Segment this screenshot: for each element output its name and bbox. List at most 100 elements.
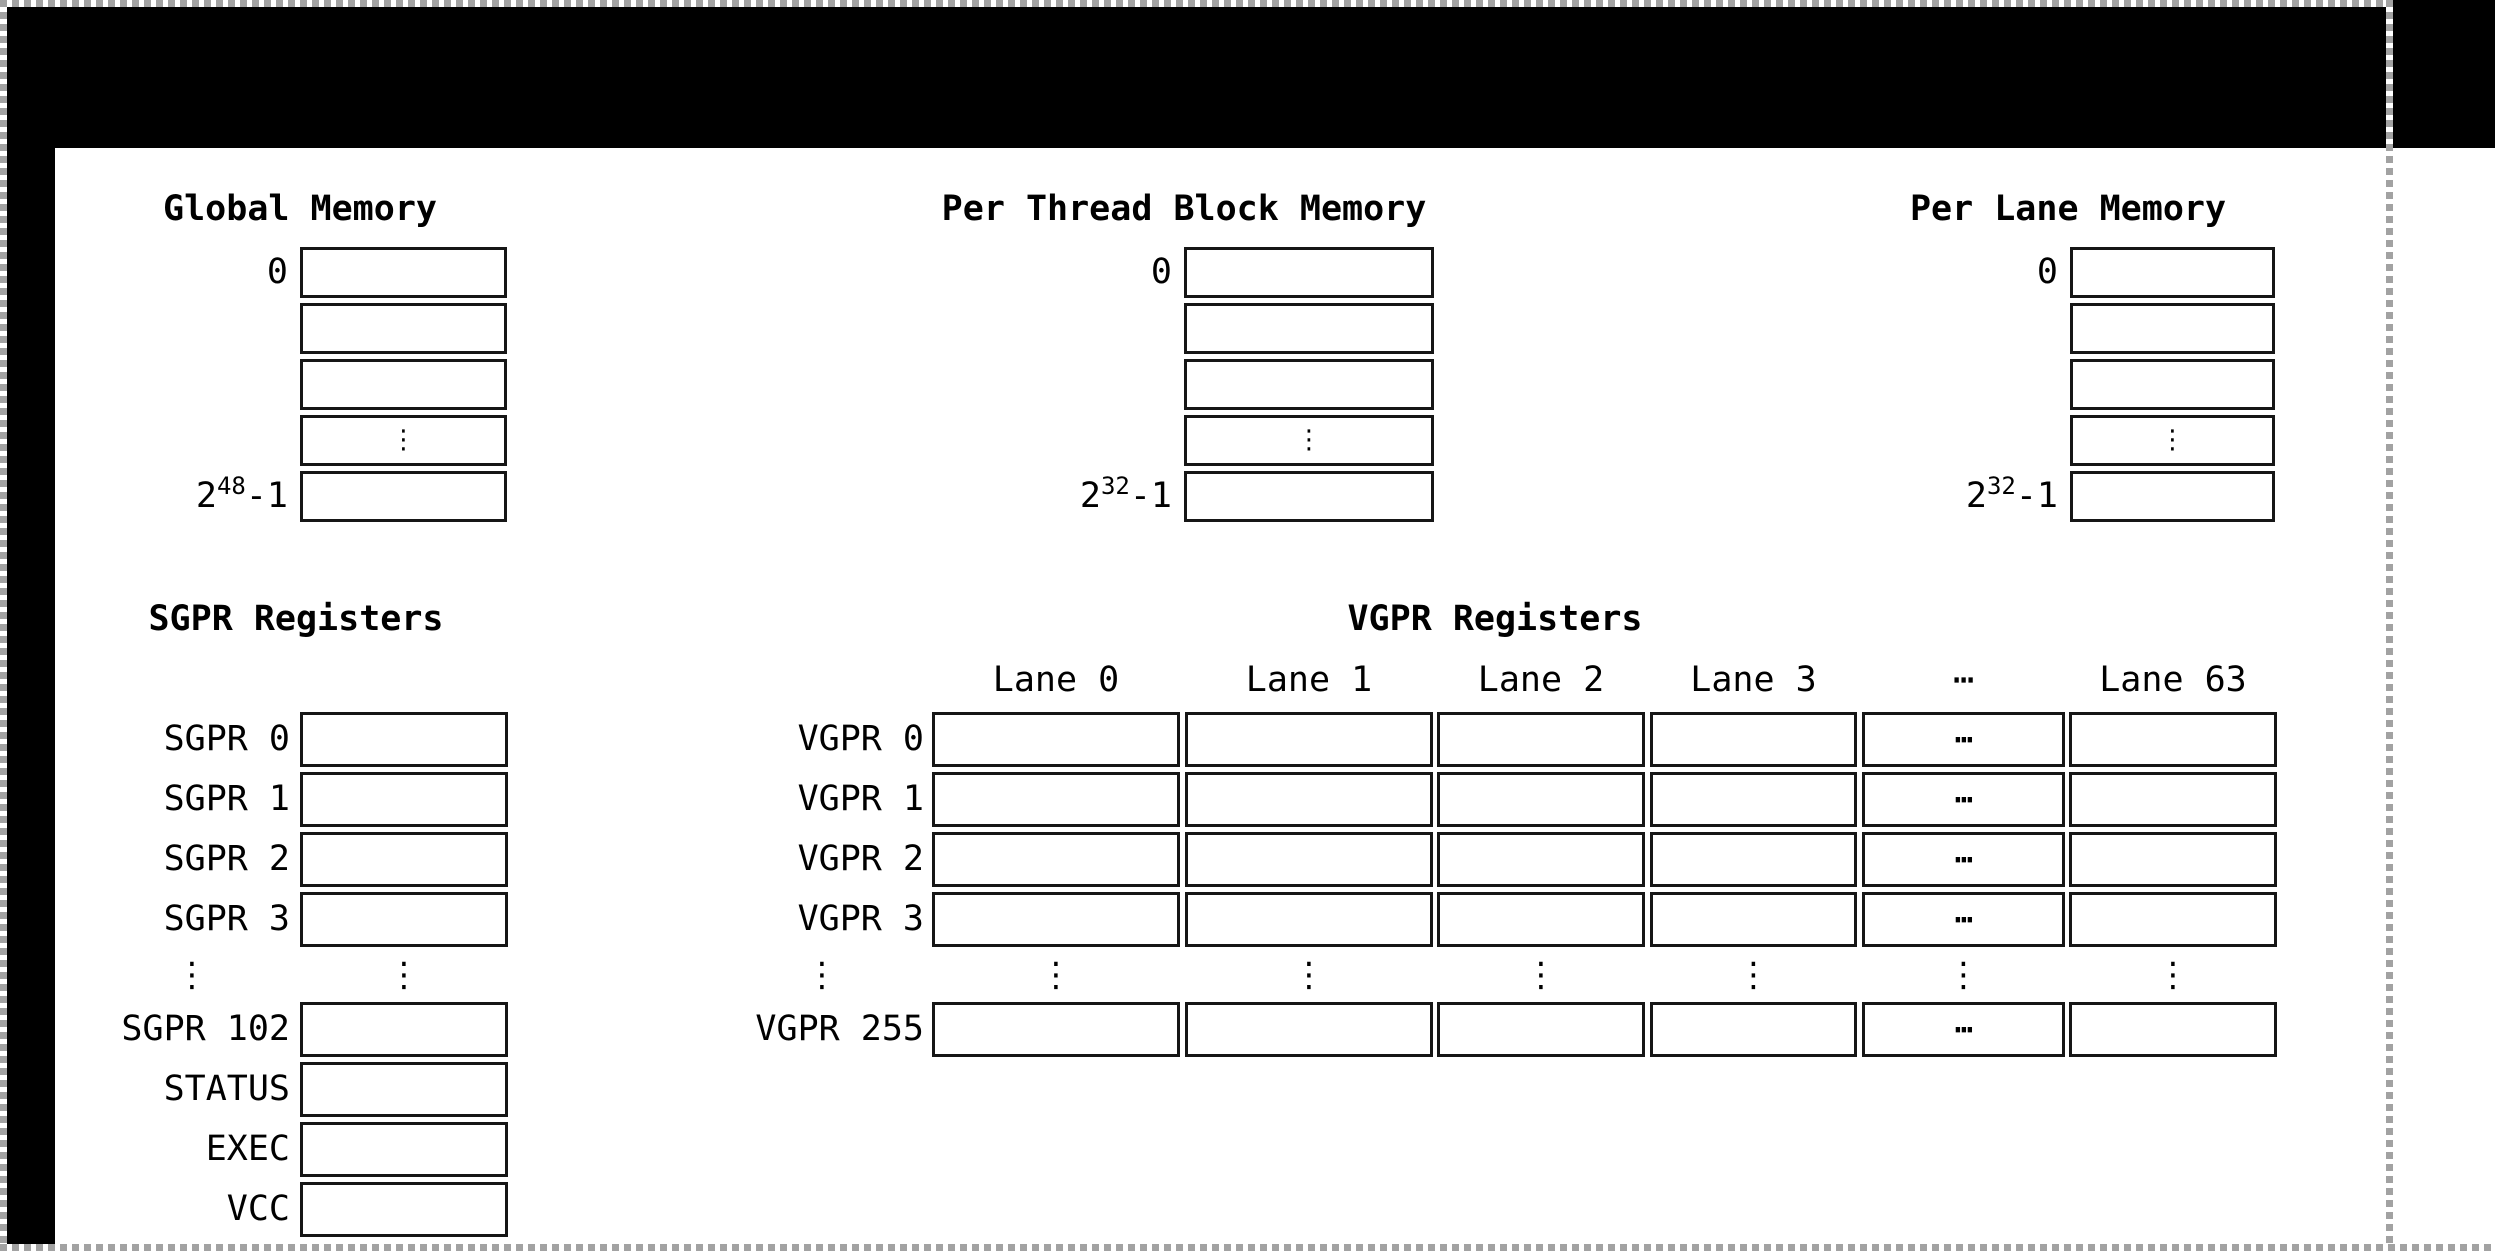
vgpr-cell-column-ellipsis: ⋯ [1862, 892, 2065, 947]
vgpr-register-cell [1437, 772, 1645, 827]
sgpr-row-label: SGPR 0 [163, 719, 290, 759]
vgpr-register-cell [1437, 892, 1645, 947]
vgpr-register-cell [1185, 712, 1433, 767]
sgpr-register-cell [300, 1002, 508, 1057]
memory-start-address-label: 0 [2036, 252, 2058, 292]
vgpr-lane-header: Lane 0 [992, 660, 1120, 700]
vgpr-row-ellipsis: ⋮ [1946, 955, 1981, 995]
selection-marquee-top [0, 0, 2392, 7]
vgpr-register-cell [2069, 892, 2277, 947]
sgpr-register-cell [300, 1062, 508, 1117]
memory-cell [1184, 247, 1434, 298]
memory-cell [2070, 471, 2275, 522]
vgpr-row-ellipsis: ⋮ [1039, 955, 1073, 995]
vgpr-register-cell [1437, 712, 1645, 767]
sgpr-row-label: EXEC [205, 1129, 290, 1169]
memory-section-title: Global Memory [163, 189, 437, 229]
sgpr-row-label: STATUS [163, 1069, 290, 1109]
vgpr-section-title: VGPR Registers [1347, 599, 1643, 639]
vgpr-cell-column-ellipsis: ⋯ [1862, 1002, 2065, 1057]
sgpr-ellipsis: ⋮ [175, 955, 209, 995]
vgpr-row-label: VGPR 1 [797, 779, 924, 819]
memory-section-title: Per Lane Memory [1909, 189, 2227, 229]
vgpr-lane-header: Lane 2 [1477, 660, 1605, 700]
memory-start-address-label: 0 [1150, 252, 1172, 292]
vgpr-register-cell [1650, 1002, 1857, 1057]
memory-cell [2070, 303, 2275, 354]
vgpr-register-cell [1437, 1002, 1645, 1057]
sgpr-row-label: VCC [226, 1189, 290, 1229]
end-address-base: 2 [1079, 476, 1101, 516]
sgpr-register-cell [300, 1182, 508, 1237]
end-address-exponent: 48 [216, 472, 246, 500]
memory-end-address-label: 232-1 [1798, 471, 2058, 525]
vgpr-cell-column-ellipsis: ⋯ [1862, 772, 2065, 827]
sgpr-register-cell [300, 832, 508, 887]
vgpr-lane-header: ⋯ [1952, 660, 1975, 700]
vgpr-row-ellipsis: ⋮ [1736, 955, 1771, 995]
vgpr-register-cell [2069, 712, 2277, 767]
selection-marquee-right [2386, 0, 2393, 1251]
end-address-offset: -1 [245, 476, 288, 516]
end-address-offset: -1 [2015, 476, 2058, 516]
end-address-base: 2 [195, 476, 217, 516]
memory-cell [1184, 303, 1434, 354]
memory-cell [300, 359, 507, 410]
vgpr-row-ellipsis: ⋮ [2156, 955, 2190, 995]
vgpr-register-cell [1185, 1002, 1433, 1057]
sgpr-register-cell [300, 772, 508, 827]
vgpr-register-cell [1185, 772, 1433, 827]
memory-cell [2070, 359, 2275, 410]
vgpr-row-label: VGPR 0 [797, 719, 924, 759]
vgpr-register-cell [2069, 772, 2277, 827]
vgpr-lane-header: Lane 3 [1690, 660, 1817, 700]
memory-cell [1184, 471, 1434, 522]
sgpr-row-label: SGPR 1 [163, 779, 290, 819]
vgpr-register-cell [1650, 892, 1857, 947]
vgpr-row-label: VGPR 3 [797, 899, 924, 939]
memory-cell-ellipsis: ⋮ [2070, 415, 2275, 466]
sgpr-register-cell [300, 892, 508, 947]
vgpr-row-label-last: VGPR 255 [755, 1009, 924, 1049]
vgpr-register-cell [1650, 772, 1857, 827]
vgpr-register-cell [1185, 892, 1433, 947]
memory-end-address-label: 232-1 [912, 471, 1172, 525]
sgpr-section-title: SGPR Registers [148, 599, 444, 639]
vgpr-row-ellipsis: ⋮ [1292, 955, 1326, 995]
sgpr-register-cell [300, 1122, 508, 1177]
memory-cell-ellipsis: ⋮ [1184, 415, 1434, 466]
sgpr-ellipsis: ⋮ [387, 955, 421, 995]
memory-cell [2070, 247, 2275, 298]
memory-cell [1184, 359, 1434, 410]
sgpr-row-label: SGPR 3 [163, 899, 290, 939]
vgpr-row-ellipsis: ⋮ [805, 955, 839, 995]
memory-cell-ellipsis: ⋮ [300, 415, 507, 466]
memory-start-address-label: 0 [266, 252, 288, 292]
vgpr-register-cell [1185, 832, 1433, 887]
end-address-offset: -1 [1129, 476, 1172, 516]
window-left-strip [0, 148, 55, 1245]
vgpr-row-ellipsis: ⋮ [1524, 955, 1558, 995]
vgpr-lane-header: Lane 1 [1245, 660, 1373, 700]
selection-marquee-left [0, 0, 7, 1251]
memory-cell [300, 471, 507, 522]
memory-section-title: Per Thread Block Memory [941, 189, 1427, 229]
end-address-base: 2 [1965, 476, 1987, 516]
vgpr-lane-header: Lane 63 [2099, 660, 2247, 700]
sgpr-register-cell [300, 712, 508, 767]
vgpr-register-cell [932, 1002, 1180, 1057]
sgpr-row-label: SGPR 102 [121, 1009, 290, 1049]
memory-end-address-label: 248-1 [28, 471, 288, 525]
vgpr-cell-column-ellipsis: ⋯ [1862, 712, 2065, 767]
vgpr-register-cell [932, 772, 1180, 827]
selection-marquee-bottom [0, 1244, 2495, 1251]
end-address-exponent: 32 [1986, 472, 2016, 500]
vgpr-register-cell [932, 892, 1180, 947]
vgpr-row-label: VGPR 2 [797, 839, 924, 879]
vgpr-cell-column-ellipsis: ⋯ [1862, 832, 2065, 887]
vgpr-register-cell [2069, 832, 2277, 887]
vgpr-register-cell [932, 712, 1180, 767]
sgpr-row-label: SGPR 2 [163, 839, 290, 879]
end-address-exponent: 32 [1100, 472, 1130, 500]
